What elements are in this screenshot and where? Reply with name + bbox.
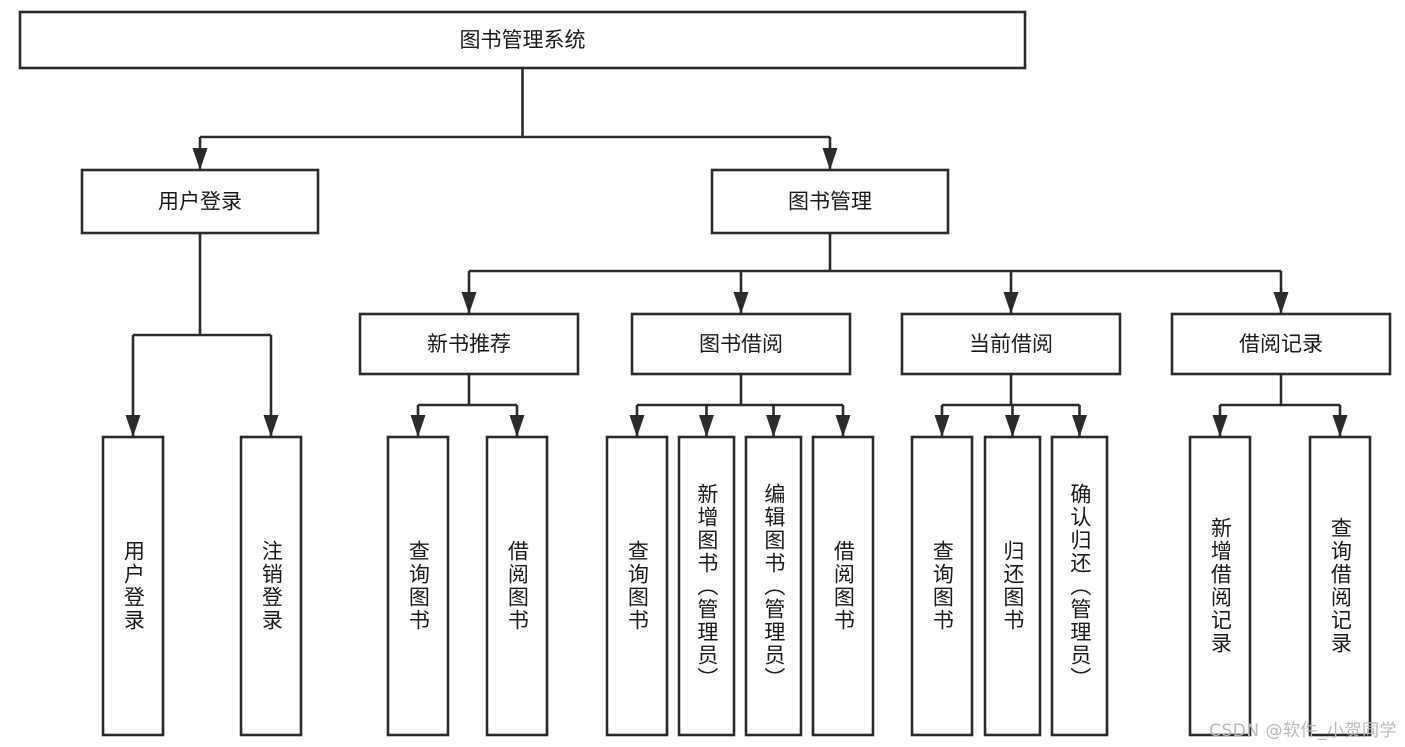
node-leaf-3[interactable] bbox=[485, 435, 549, 737]
arrow-head-icon bbox=[766, 415, 781, 437]
arrow-head-icon bbox=[263, 415, 279, 437]
node-level2-label-1: 图书管理 bbox=[788, 190, 872, 214]
node-leaf-8[interactable] bbox=[910, 435, 974, 737]
node-leaf-6[interactable] bbox=[744, 435, 803, 737]
node-level3-label-0: 新书推荐 bbox=[427, 332, 511, 356]
node-leaf-9[interactable] bbox=[983, 435, 1042, 737]
arrow-head-icon bbox=[461, 292, 477, 314]
arrow-head-icon bbox=[733, 292, 749, 314]
arrow-head-icon bbox=[1212, 415, 1228, 437]
arrow-head-icon bbox=[822, 148, 838, 170]
node-root[interactable] bbox=[18, 10, 1027, 70]
arrow-head-icon bbox=[1005, 415, 1020, 437]
node-root-label: 图书管理系统 bbox=[460, 28, 586, 52]
edge-layer bbox=[125, 68, 1348, 437]
arrow-head-icon bbox=[410, 415, 426, 437]
arrow-head-icon bbox=[835, 415, 851, 437]
node-leaf-12[interactable] bbox=[1308, 435, 1372, 737]
node-level3-2[interactable] bbox=[900, 312, 1122, 376]
node-leaf-0[interactable] bbox=[101, 435, 165, 737]
arrow-head-icon bbox=[1003, 292, 1019, 314]
node-leaf-10[interactable] bbox=[1050, 435, 1109, 737]
arrow-head-icon bbox=[1273, 292, 1289, 314]
node-level2-1[interactable] bbox=[710, 168, 950, 235]
node-level2-label-0: 用户登录 bbox=[158, 190, 242, 214]
node-leaf-4[interactable] bbox=[605, 435, 669, 737]
arrow-head-icon bbox=[699, 415, 714, 437]
node-level3-3[interactable] bbox=[1170, 312, 1392, 376]
node-level3-0[interactable] bbox=[358, 312, 580, 376]
node-level3-label-2: 当前借阅 bbox=[969, 332, 1053, 356]
arrow-head-icon bbox=[1072, 415, 1087, 437]
node-leaf-11[interactable] bbox=[1188, 435, 1252, 737]
node-leaf-2[interactable] bbox=[386, 435, 450, 737]
arrow-head-icon bbox=[125, 415, 141, 437]
watermark: CSDN @软件_小贺同学 bbox=[1209, 721, 1397, 741]
node-level3-label-3: 借阅记录 bbox=[1239, 332, 1323, 356]
arrow-head-icon bbox=[934, 415, 950, 437]
node-leaf-1[interactable] bbox=[239, 435, 303, 737]
arrow-head-icon bbox=[1332, 415, 1348, 437]
node-leaf-7[interactable] bbox=[811, 435, 875, 737]
arrow-head-icon bbox=[192, 148, 208, 170]
arrow-head-icon bbox=[629, 415, 645, 437]
node-layer bbox=[18, 10, 1392, 737]
node-level3-1[interactable] bbox=[630, 312, 852, 376]
node-level2-0[interactable] bbox=[80, 168, 320, 235]
arrow-head-icon bbox=[509, 415, 525, 437]
node-leaf-5[interactable] bbox=[677, 435, 736, 737]
node-level3-label-1: 图书借阅 bbox=[699, 332, 783, 356]
